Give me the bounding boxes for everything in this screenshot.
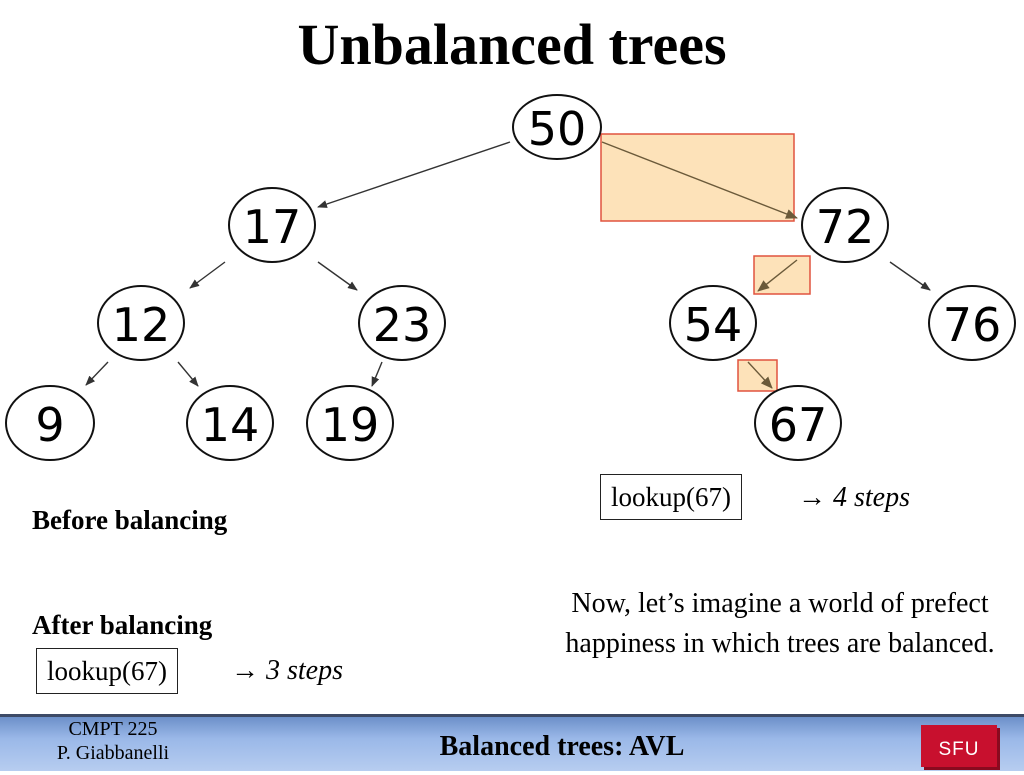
node-circle — [358, 285, 446, 361]
edge-arrow-n17-n23 — [317, 261, 358, 291]
tree-node-54: 54 — [669, 285, 757, 361]
lookup-unbalanced-box: lookup(67) — [600, 474, 742, 520]
node-circle — [97, 285, 185, 361]
node-value: 9 — [35, 398, 64, 452]
node-value: 76 — [943, 298, 1002, 352]
node-circle — [801, 187, 889, 263]
node-value: 17 — [243, 200, 302, 254]
node-circle — [5, 385, 95, 461]
footer-course-info: CMPT 225 P. Giabbanelli — [18, 717, 208, 765]
arrow-symbol: → — [231, 655, 259, 686]
node-value: 23 — [373, 298, 432, 352]
tree-nodes: 50 17 72 12 23 54 76 9 14 19 67 — [5, 94, 1016, 461]
node-circle — [669, 285, 757, 361]
tree-node-19: 19 — [306, 385, 394, 461]
tree-node-17: 17 — [228, 187, 316, 263]
node-circle — [928, 285, 1016, 361]
edge-arrow-n12-n9 — [85, 361, 109, 386]
tree-node-9: 9 — [5, 385, 95, 461]
highlight-box-n50-n72 — [600, 133, 795, 222]
footer-topic: Balanced trees: AVL — [439, 731, 685, 762]
tree-node-76: 76 — [928, 285, 1016, 361]
edge-arrow-n50-n72 — [601, 141, 798, 219]
node-circle — [512, 94, 602, 160]
tree-node-67: 67 — [754, 385, 842, 461]
node-value: 50 — [528, 102, 587, 156]
node-circle — [754, 385, 842, 461]
sfu-logo: SFU — [921, 725, 997, 767]
edge-arrow-n17-n12 — [189, 261, 226, 289]
edge-arrow-n72-n54 — [757, 259, 798, 292]
edge-arrow-n12-n14 — [177, 361, 199, 387]
node-circle — [228, 187, 316, 263]
node-value: 14 — [201, 398, 260, 452]
tree-node-23: 23 — [358, 285, 446, 361]
node-circle — [306, 385, 394, 461]
node-value: 19 — [321, 398, 380, 452]
edge-arrow-n23-n19 — [371, 361, 383, 387]
node-value: 54 — [684, 298, 743, 352]
explanation-text: Now, let’s imagine a world of prefect ha… — [565, 588, 995, 659]
tree-edges — [85, 141, 931, 389]
node-value: 72 — [816, 200, 875, 254]
tree-node-72: 72 — [801, 187, 889, 263]
arrow-symbol: → — [798, 482, 826, 513]
tree-node-12: 12 — [97, 285, 185, 361]
binary-search-tree-diagram: 50 17 72 12 23 54 76 9 14 19 67 — [5, 94, 1016, 461]
after-balancing-label: After balancing — [32, 610, 213, 640]
tree-node-50: 50 — [512, 94, 602, 160]
slide-title: Unbalanced trees — [297, 12, 727, 77]
lookup-balanced-steps: → 3 steps — [231, 655, 343, 687]
node-circle — [186, 385, 274, 461]
edge-arrow-n50-n17 — [317, 141, 511, 208]
node-value: 67 — [769, 398, 828, 452]
node-value: 12 — [112, 298, 171, 352]
tree-node-14: 14 — [186, 385, 274, 461]
lookup-balanced-box: lookup(67) — [36, 648, 178, 694]
course-code: CMPT 225 — [68, 718, 158, 740]
edge-arrow-n72-n76 — [889, 261, 931, 291]
steps-count: 3 steps — [266, 655, 343, 686]
lookup-unbalanced-steps: → 4 steps — [798, 482, 910, 514]
search-path-highlights — [600, 133, 811, 392]
steps-count: 4 steps — [833, 482, 910, 513]
footer-bar: CMPT 225 P. Giabbanelli Balanced trees: … — [0, 714, 1024, 771]
instructor-name: P. Giabbanelli — [56, 742, 170, 764]
edge-arrow-n54-n67 — [747, 361, 773, 389]
before-balancing-label: Before balancing — [32, 505, 228, 535]
